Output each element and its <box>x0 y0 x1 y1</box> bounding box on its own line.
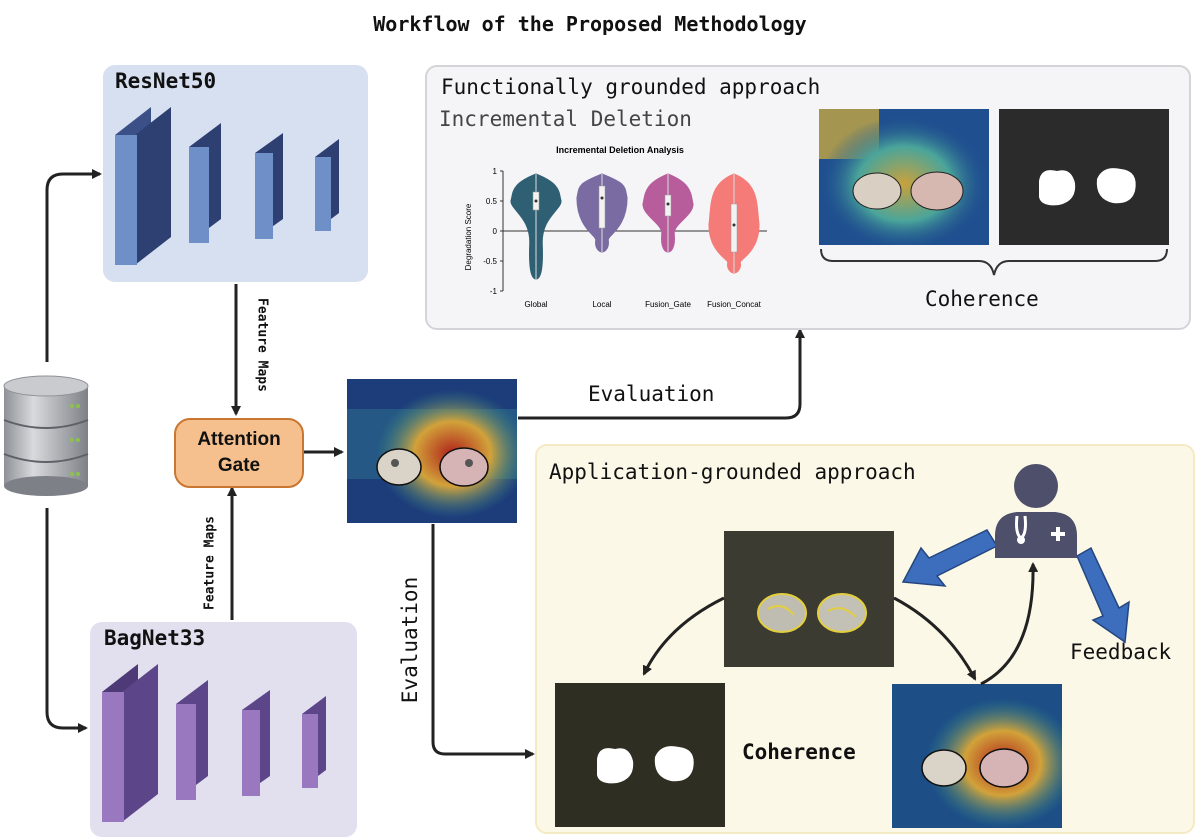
feedback-label: Feedback <box>1070 640 1172 664</box>
y-tick-label: -0.5 <box>483 257 497 266</box>
application-mask-image <box>555 683 725 827</box>
bagnet-layers-icon <box>102 664 326 822</box>
bagnet-label: BagNet33 <box>104 626 206 650</box>
application-title: Application-grounded approach <box>549 460 916 484</box>
feature-maps-label-bottom: Feature Maps <box>202 516 218 610</box>
attention-gate-line2: Gate <box>217 455 261 476</box>
functional-panel: Functionally grounded approach Increment… <box>425 65 1191 330</box>
x-tick-label: Fusion_Concat <box>707 300 762 309</box>
violin-box <box>730 203 738 253</box>
heatmap-to-functional-arrow <box>518 328 805 420</box>
functional-mask-image <box>999 109 1169 245</box>
application-coherence-label: Coherence <box>742 740 856 764</box>
feature-maps-label-top: Feature Maps <box>254 298 270 392</box>
evaluation-label-left: Evaluation <box>398 576 422 704</box>
heatmap-to-application-arrow <box>431 524 535 759</box>
attention-gate-box: Attention Gate <box>174 418 304 488</box>
violin-median <box>600 196 604 200</box>
attention-gate-line1: Attention <box>197 429 281 450</box>
x-tick-label: Fusion_Gate <box>645 300 691 309</box>
violin-median <box>666 202 670 206</box>
chart-ylabel: Degradation Score <box>464 203 473 270</box>
resnet-layers-icon <box>115 107 339 265</box>
resnet-label: ResNet50 <box>115 69 217 93</box>
diagram-title: Workflow of the Proposed Methodology <box>373 12 807 36</box>
ct-segmentation-image <box>724 531 894 667</box>
database-icon <box>3 375 89 496</box>
x-tick-label: Local <box>592 300 611 309</box>
functional-title: Functionally grounded approach <box>441 75 821 99</box>
violin-box <box>598 185 606 229</box>
bagnet-panel: BagNet33 <box>90 622 357 837</box>
application-panel: Application-grounded approach Coherence <box>535 444 1195 834</box>
coherence-brace <box>820 248 1168 276</box>
y-tick-label: 1 <box>493 167 498 176</box>
y-tick-label: -1 <box>490 287 498 296</box>
y-tick-label: 0.5 <box>486 197 498 206</box>
evaluation-label-top: Evaluation <box>588 382 715 406</box>
db-to-resnet-arrow <box>45 169 102 362</box>
functional-subtitle: Incremental Deletion <box>439 107 692 131</box>
violin-median <box>732 223 736 227</box>
application-heatmap-image <box>892 684 1062 828</box>
chart-title: Incremental Deletion Analysis <box>556 145 684 155</box>
violin-median <box>534 199 538 203</box>
db-to-bagnet-arrow <box>45 508 88 733</box>
functional-heatmap-image <box>819 109 989 245</box>
x-tick-label: Global <box>524 300 547 309</box>
feedback-arrows-icon <box>901 529 1130 644</box>
feedback-cycle-arrows <box>642 562 1039 686</box>
violin-chart: Incremental Deletion Analysis Degradatio… <box>464 145 767 309</box>
functional-coherence-label: Coherence <box>925 287 1039 311</box>
y-tick-label: 0 <box>493 227 498 236</box>
clinician-icon <box>995 464 1077 558</box>
gradcam-heatmap-image <box>347 379 517 523</box>
resnet-panel: ResNet50 <box>103 65 368 282</box>
